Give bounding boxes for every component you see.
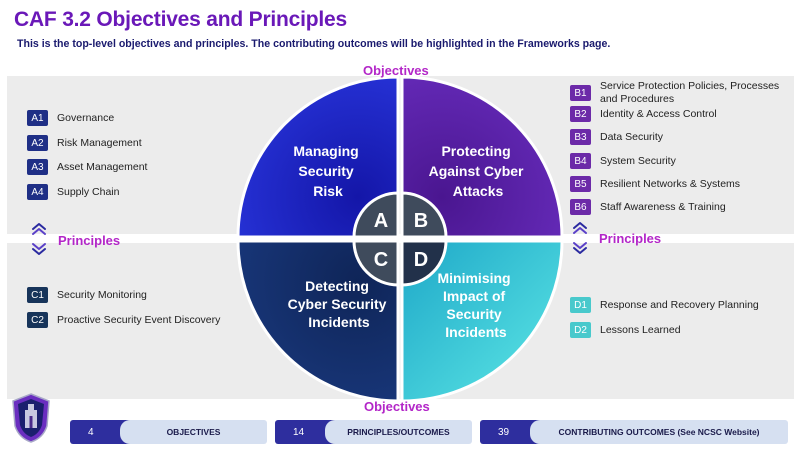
principle-b6[interactable]: B6 Staff Awareness & Training bbox=[570, 199, 726, 215]
principle-code: B3 bbox=[570, 129, 591, 145]
principle-label: System Security bbox=[600, 154, 676, 167]
page-subtitle: This is the top-level objectives and pri… bbox=[17, 38, 611, 50]
principle-code: B6 bbox=[570, 199, 591, 215]
principle-label: Lessons Learned bbox=[600, 323, 681, 336]
principle-code: B1 bbox=[570, 85, 591, 101]
center-d-circle bbox=[400, 239, 448, 287]
quadrant-letter-b: B bbox=[414, 210, 428, 232]
principle-label: Asset Management bbox=[57, 160, 148, 173]
principle-code: B4 bbox=[570, 153, 591, 169]
principle-a2[interactable]: A2 Risk Management bbox=[27, 135, 142, 151]
principle-c2[interactable]: C2 Proactive Security Event Discovery bbox=[27, 312, 220, 328]
principles-label-left: Principles bbox=[58, 233, 121, 248]
principle-b2[interactable]: B2 Identity & Access Control bbox=[570, 106, 717, 122]
quadrant-b bbox=[400, 75, 564, 239]
quadrant-c bbox=[236, 239, 400, 403]
center-a-circle bbox=[352, 191, 400, 239]
chevrons-up-down-icon bbox=[32, 223, 46, 255]
stat-objectives: 4 OBJECTIVES bbox=[70, 420, 267, 444]
principle-label: Risk Management bbox=[57, 136, 142, 149]
stat-label: OBJECTIVES bbox=[120, 420, 267, 444]
quadrant-letter-a: A bbox=[374, 210, 388, 232]
stat-label: CONTRIBUTING OUTCOMES (See NCSC Website) bbox=[530, 420, 788, 444]
principle-label: Resilient Networks & Systems bbox=[600, 177, 741, 190]
principles-label-right: Principles bbox=[599, 231, 662, 246]
principle-code: C1 bbox=[27, 287, 48, 303]
principle-a4[interactable]: A4 Supply Chain bbox=[27, 184, 119, 200]
principle-code: B2 bbox=[570, 106, 591, 122]
quadrant-a-title: Managing Security Risk bbox=[293, 143, 362, 199]
quadrant-letter-d: D bbox=[414, 249, 428, 271]
quadrant-c-title: Detecting Cyber Security Incidents bbox=[288, 278, 391, 330]
principle-b4[interactable]: B4 System Security bbox=[570, 153, 676, 169]
center-c-circle bbox=[352, 239, 400, 287]
quadrant-b-title: Protecting Against Cyber Attacks bbox=[429, 143, 528, 199]
principle-code: C2 bbox=[27, 312, 48, 328]
objectives-label-top: Objectives bbox=[363, 63, 429, 78]
principle-code: D2 bbox=[570, 322, 591, 338]
quadrant-a bbox=[236, 75, 400, 239]
chevrons-up-down-icon bbox=[573, 222, 587, 254]
quadrant-d bbox=[400, 239, 564, 403]
stat-principles: 14 PRINCIPLES/OUTCOMES bbox=[275, 420, 472, 444]
principle-b5[interactable]: B5 Resilient Networks & Systems bbox=[570, 176, 740, 192]
quadrant-letter-c: C bbox=[374, 249, 388, 271]
principle-code: A2 bbox=[27, 135, 48, 151]
principle-a1[interactable]: A1 Governance bbox=[27, 110, 114, 126]
diagram-quadrants bbox=[236, 75, 564, 403]
principle-code: A1 bbox=[27, 110, 48, 126]
shield-logo-icon bbox=[12, 393, 50, 443]
principle-label: Supply Chain bbox=[57, 185, 120, 198]
principle-label: Identity & Access Control bbox=[600, 107, 717, 120]
principle-label: Staff Awareness & Training bbox=[600, 200, 726, 213]
principle-label: Service Protection Policies, Processes a… bbox=[600, 80, 780, 105]
page-title: CAF 3.2 Objectives and Principles bbox=[14, 8, 348, 31]
principle-b3[interactable]: B3 Data Security bbox=[570, 129, 663, 145]
quadrant-d-title: Minimising Impact of Security Incidents bbox=[437, 270, 514, 340]
principle-code: D1 bbox=[570, 297, 591, 313]
principle-c1[interactable]: C1 Security Monitoring bbox=[27, 287, 147, 303]
stat-contributing-outcomes: 39 CONTRIBUTING OUTCOMES (See NCSC Websi… bbox=[480, 420, 788, 444]
stat-label: PRINCIPLES/OUTCOMES bbox=[325, 420, 472, 444]
principle-code: A3 bbox=[27, 159, 48, 175]
center-b-circle bbox=[400, 191, 448, 239]
principle-b1[interactable]: B1 Service Protection Policies, Processe… bbox=[570, 80, 790, 106]
principle-label: Proactive Security Event Discovery bbox=[57, 313, 221, 326]
objectives-label-bottom: Objectives bbox=[364, 399, 430, 414]
principle-label: Governance bbox=[57, 111, 115, 124]
principle-a3[interactable]: A3 Asset Management bbox=[27, 159, 147, 175]
principle-label: Response and Recovery Planning bbox=[600, 298, 759, 311]
principle-label: Data Security bbox=[600, 130, 664, 143]
principle-label: Security Monitoring bbox=[57, 288, 147, 301]
principle-d1[interactable]: D1 Response and Recovery Planning bbox=[570, 297, 759, 313]
principle-code: B5 bbox=[570, 176, 591, 192]
principle-code: A4 bbox=[27, 184, 48, 200]
principle-d2[interactable]: D2 Lessons Learned bbox=[570, 322, 681, 338]
diagram-center-circles bbox=[352, 191, 448, 287]
